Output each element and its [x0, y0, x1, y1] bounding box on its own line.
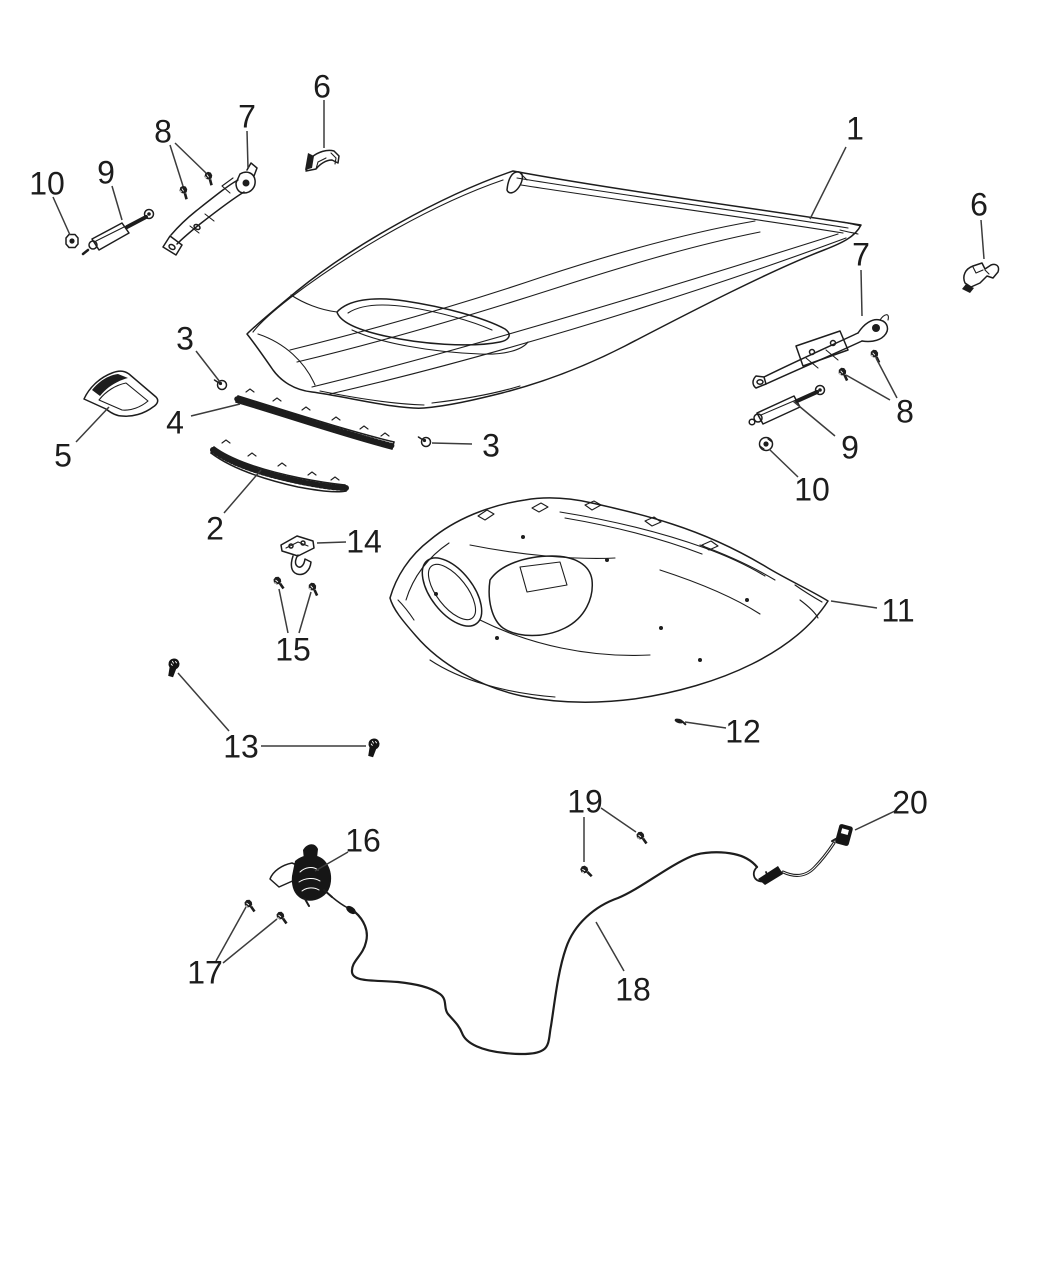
leader-line-15 [278, 588, 289, 634]
leader-line-8 [875, 357, 898, 399]
callout-6: 6 [970, 187, 988, 223]
callout-6: 6 [313, 69, 331, 105]
leader-line-9 [792, 400, 836, 437]
hinge-screw [200, 169, 217, 187]
leader-line-10 [768, 448, 799, 478]
callout-18: 18 [615, 972, 651, 1008]
cable-clip [635, 830, 648, 845]
retainer-clip-front [213, 379, 228, 391]
leader-line-19 [600, 807, 637, 833]
hood-scoop-insert [83, 370, 159, 417]
pad-clip [674, 718, 687, 726]
leader-line-5 [75, 406, 110, 443]
hinge-screw [867, 347, 883, 364]
callout-2: 2 [206, 511, 224, 547]
callout-5: 5 [54, 438, 72, 474]
catch-screw [305, 580, 321, 597]
leader-line-18 [595, 921, 625, 972]
callout-10: 10 [794, 472, 830, 508]
callout-14: 14 [346, 524, 382, 560]
leader-line-13 [177, 672, 230, 732]
callout-8: 8 [154, 114, 172, 150]
catch-screw [272, 575, 285, 590]
callout-7: 7 [852, 237, 870, 273]
cowl-hook-bracket-left [305, 149, 340, 172]
hinge-screw [175, 183, 192, 201]
leader-line-14 [316, 541, 347, 544]
callout-16: 16 [345, 823, 381, 859]
leader-line-11 [830, 600, 878, 609]
leader-line-2 [223, 469, 262, 514]
latch-screw [243, 898, 256, 913]
leader-line-8 [169, 144, 184, 187]
leader-line-9 [111, 185, 123, 221]
callout-9: 9 [841, 430, 859, 466]
hinge-screw [835, 365, 851, 382]
leader-line-4 [190, 403, 241, 417]
leader-line-15 [298, 591, 312, 634]
hood-bumper-bolt [164, 656, 182, 679]
cowl-hook-bracket-right [962, 262, 1000, 293]
callout-3: 3 [482, 428, 500, 464]
cowl-seal-strip [234, 388, 396, 450]
leader-line-7 [246, 130, 249, 169]
leader-line-10 [52, 196, 71, 236]
leader-line-20 [854, 810, 896, 831]
callout-7: 7 [238, 99, 256, 135]
callout-12: 12 [725, 714, 761, 750]
leader-line-17 [215, 906, 247, 962]
retainer-clip-rear [417, 436, 432, 448]
hood-latch [269, 844, 333, 907]
leader-line-3 [431, 442, 473, 445]
flange-nut-left [65, 233, 79, 249]
hood-bumper-bolt [364, 736, 382, 759]
leader-line-3 [195, 350, 221, 383]
callout-1: 1 [846, 111, 864, 147]
leader-line-12 [684, 721, 727, 729]
callout-11: 11 [881, 593, 914, 629]
callout-19: 19 [567, 784, 603, 820]
leader-line-16 [314, 851, 349, 872]
safety-catch-bracket [280, 535, 315, 576]
gas-strut-right [748, 384, 826, 426]
callout-4: 4 [166, 405, 184, 441]
hood-panel [246, 170, 862, 409]
callout-13: 13 [223, 729, 259, 765]
callout-10: 10 [29, 166, 65, 202]
front-seal-strip [210, 439, 349, 493]
leader-line-7 [860, 269, 863, 317]
hood-hinge-left [162, 162, 258, 256]
callout-15: 15 [275, 632, 311, 668]
callout-20: 20 [892, 785, 928, 821]
callout-3: 3 [176, 321, 194, 357]
gas-strut-left [81, 208, 155, 256]
leader-line-8 [174, 142, 207, 174]
flange-nut-right [758, 436, 774, 452]
leader-line-1 [809, 146, 847, 220]
hood-silencer-pad [389, 497, 829, 703]
hood-hinge-right [752, 314, 889, 389]
release-cable [331, 841, 836, 1056]
callout-9: 9 [97, 155, 115, 191]
cable-end-connector [831, 824, 853, 846]
leader-line-8 [845, 374, 891, 401]
callout-17: 17 [187, 955, 223, 991]
cable-clip [578, 863, 594, 880]
leader-line-6 [980, 219, 985, 260]
leader-line-17 [222, 918, 278, 964]
callout-8: 8 [896, 394, 914, 430]
latch-screw [275, 910, 288, 925]
